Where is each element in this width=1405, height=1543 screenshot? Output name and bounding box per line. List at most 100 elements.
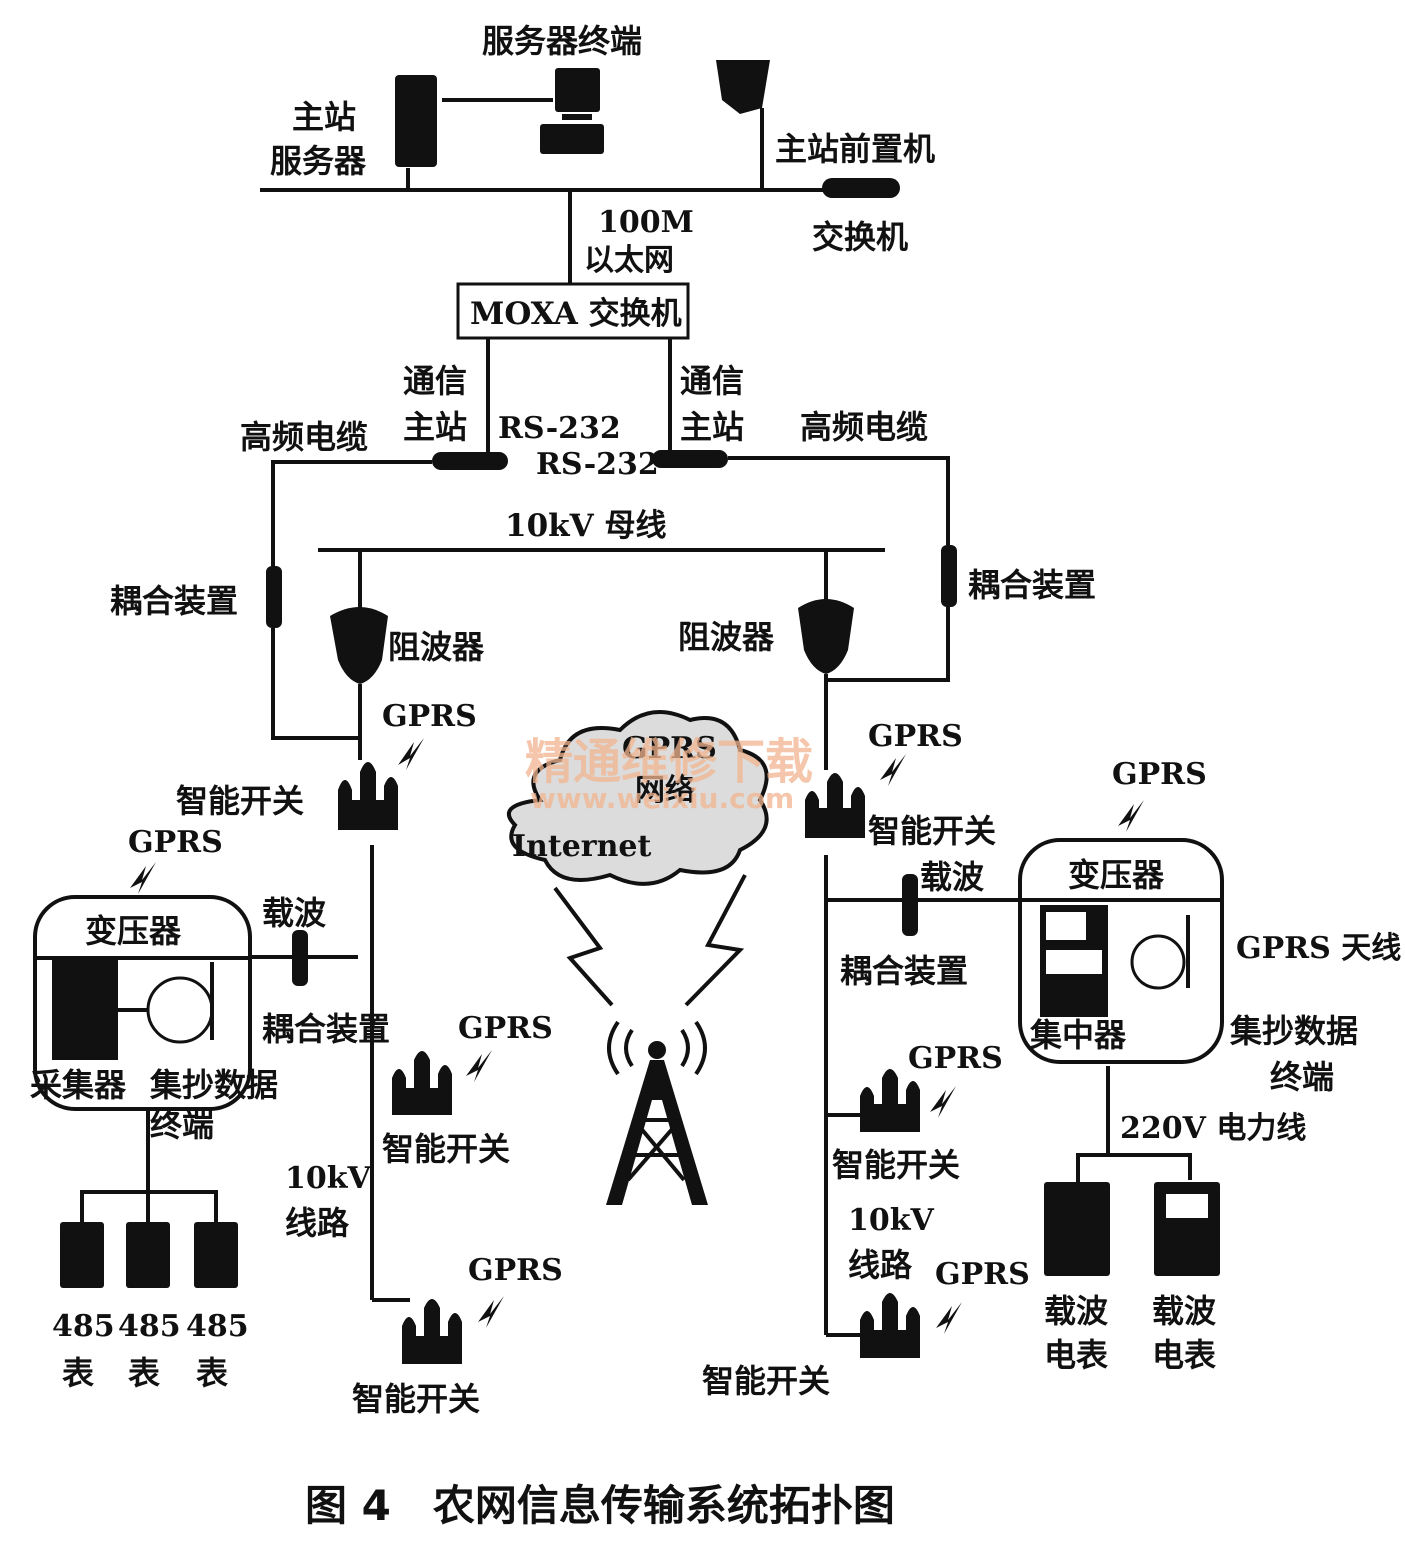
server-terminal-label: 服务器终端 [482, 22, 642, 60]
gprs-label: GPRS [128, 825, 223, 860]
meter-unit-label: 表 [128, 1354, 160, 1392]
carrier-meter-label-2: 电表 [1152, 1336, 1216, 1374]
wave-trap-left-icon [330, 607, 388, 684]
meter-485-label: 485 [186, 1309, 249, 1344]
collector-label: 采集器 [30, 1066, 127, 1104]
meter-485-label: 485 [52, 1309, 115, 1344]
gprs-label: GPRS [935, 1257, 1030, 1292]
meter-unit-label: 表 [62, 1354, 94, 1392]
meter-485-icon [126, 1222, 170, 1288]
master-server-label-1: 主站 [292, 98, 356, 136]
smart-switch-icon [402, 1299, 462, 1364]
wave-trap-right-label: 阻波器 [678, 618, 775, 656]
ethernet-label-2: 以太网 [584, 243, 674, 278]
gprs-antenna-label: GPRS 天线 [1236, 931, 1401, 966]
internet-label: Internet [512, 829, 651, 864]
wireless-bolt-icon [478, 1296, 504, 1328]
front-end-processor-icon [716, 60, 770, 190]
cloud-shape [507, 710, 769, 886]
switch-label: 交换机 [812, 218, 908, 256]
comm-master-left-1: 通信 [403, 362, 467, 400]
moxa-section: MOXA 交换机 通信 主站 通信 主站 RS-232 RS-232 高频电缆 … [240, 282, 950, 566]
carrier-meter-label-1: 载波 [1044, 1292, 1108, 1330]
wireless-bolt-icon [684, 874, 747, 1007]
watermark-url: www.weixiu.com [530, 782, 794, 815]
coupling-label: 耦合装置 [840, 952, 968, 990]
watermark-cn: 精通维修下载 [525, 734, 813, 790]
ethernet-label-1: 100M [598, 205, 694, 240]
smart-switch-label: 智能开关 [702, 1362, 830, 1400]
coupling-right-icon [941, 545, 957, 607]
comm-master-right-1: 通信 [680, 362, 744, 400]
comm-master-left-device [432, 452, 508, 470]
coupling-icon [902, 874, 918, 936]
coupling-icon [292, 930, 308, 986]
gprs-network-label-1: GPRS [622, 731, 717, 766]
gprs-tower-icon [606, 1020, 708, 1205]
smart-switch-icon [860, 1069, 920, 1132]
switch-icon [822, 178, 900, 198]
gprs-network-cloud: GPRS 网络 Internet [507, 710, 769, 886]
wireless-bolt-icon [466, 1050, 492, 1082]
meter-terminal-icon [1130, 934, 1186, 990]
comm-master-right-2: 主站 [680, 408, 744, 446]
line-10kv-label-2: 线路 [285, 1204, 350, 1242]
wireless-bolt-icon [930, 1086, 956, 1118]
transformer-label: 变压器 [1068, 856, 1165, 894]
smart-switch-label: 智能开关 [832, 1146, 960, 1184]
meter-terminal-label-2: 终端 [1270, 1058, 1334, 1096]
coupling-left-label: 耦合装置 [110, 582, 238, 620]
line-10kv-label-1: 10kV [285, 1161, 372, 1196]
concentrator-label: 集中器 [1029, 1016, 1127, 1054]
wireless-bolt-icon [398, 738, 424, 770]
wireless-bolt-icon [880, 754, 906, 786]
collector-icon [52, 960, 118, 1060]
carrier-meter-icon [1044, 1182, 1110, 1276]
smart-switch-icon [338, 762, 398, 830]
smart-switch-label: 智能开关 [352, 1380, 480, 1418]
rs232-left-label: RS-232 [498, 411, 621, 446]
line-10kv-label-2: 线路 [848, 1246, 913, 1284]
wave-trap-left-label: 阻波器 [388, 628, 485, 666]
gprs-network-label-2: 网络 [635, 773, 695, 808]
wireless-bolt-icon [553, 886, 614, 1007]
master-station-section: 服务器终端 主站 服务器 主站前置机 交换机 100M 以太网 [260, 22, 935, 283]
coupling-left-icon [266, 566, 282, 628]
left-branch: 载波 耦合装置 变压器 采集器 集抄数据 终端 GPRS 485 485 485… [30, 825, 563, 1418]
coupling-right-label: 耦合装置 [968, 566, 1096, 604]
right-branch: 载波 耦合装置 变压器 集中器 GPRS GPRS 天线 集抄数据 终端 220… [702, 757, 1401, 1400]
busbar-section: 10kV 母线 耦合装置 耦合装置 阻波器 阻波器 [110, 508, 1096, 770]
gprs-label: GPRS [458, 1011, 553, 1046]
gprs-label: GPRS [1112, 757, 1207, 792]
smart-switch-top-right: GPRS 智能开关 [805, 719, 996, 850]
gprs-label: GPRS [382, 699, 477, 734]
wave-trap-right-icon [798, 599, 854, 674]
meter-485-label: 485 [118, 1309, 181, 1344]
busbar-label: 10kV 母线 [505, 508, 666, 544]
master-server-icon [395, 75, 437, 190]
carrier-label: 载波 [262, 894, 326, 932]
moxa-label: MOXA 交换机 [470, 296, 682, 332]
comm-master-right-device [652, 450, 728, 468]
wireless-links [553, 874, 747, 1007]
meter-terminal-label-1: 集抄数据 [149, 1066, 278, 1104]
smart-switch-label: 智能开关 [868, 812, 996, 850]
gprs-label: GPRS [908, 1041, 1003, 1076]
gprs-label: GPRS [468, 1253, 563, 1288]
meter-terminal-label-2: 终端 [150, 1106, 214, 1144]
rs232-right-label: RS-232 [536, 447, 659, 482]
watermark: 精通维修下载 www.weixiu.com [525, 734, 813, 815]
figure-caption: 图 4 农网信息传输系统拓扑图 [305, 1481, 895, 1530]
hf-cable-left-label: 高频电缆 [240, 418, 368, 456]
line-10kv-label-1: 10kV [848, 1203, 935, 1238]
wireless-bolt-icon [130, 862, 156, 894]
comm-master-left-2: 主站 [403, 408, 467, 446]
smart-switch-label: 智能开关 [176, 782, 304, 820]
hf-cable-right-label: 高频电缆 [800, 408, 928, 446]
transformer-label: 变压器 [85, 912, 182, 950]
front-end-label: 主站前置机 [775, 130, 935, 168]
server-terminal-icon [540, 68, 604, 154]
gprs-label: GPRS [868, 719, 963, 754]
meter-terminal-icon [146, 976, 214, 1044]
coupling-label: 耦合装置 [262, 1010, 390, 1048]
